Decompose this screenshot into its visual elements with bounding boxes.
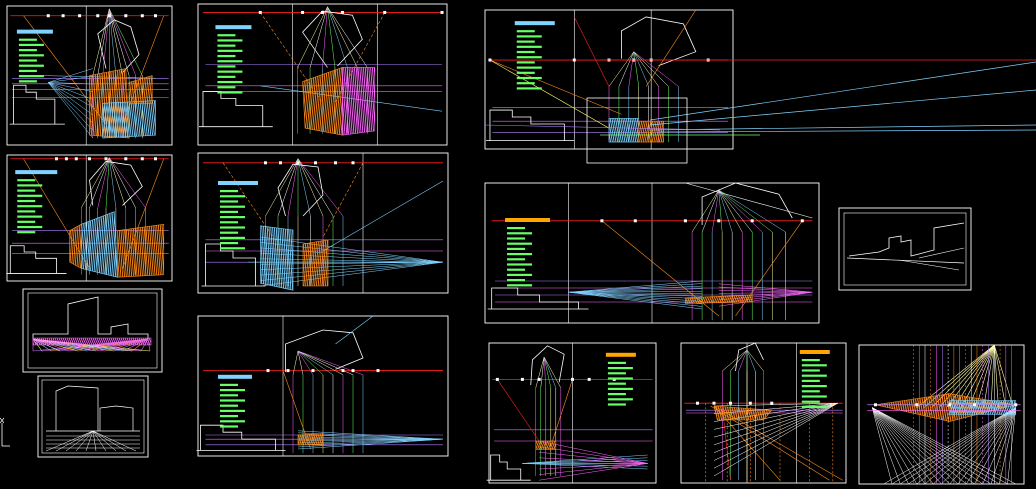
perspective-sheet-2	[197, 3, 448, 146]
perspective-sheet-5	[197, 152, 449, 294]
perspective-sheet-9	[680, 342, 847, 484]
perspective-sheet-1	[6, 5, 173, 146]
sheet-3-long-rays	[484, 59, 1036, 164]
perspective-sheet-4	[6, 154, 173, 282]
perspective-sheet-3	[484, 9, 734, 150]
perspective-sheet-6	[484, 182, 820, 324]
perspective-sheet-10	[858, 344, 1025, 485]
perspective-sheet-7	[196, 315, 449, 457]
ucs-axis-icon	[0, 417, 10, 447]
result-view-2	[37, 375, 149, 458]
perspective-sheet-8	[486, 342, 657, 484]
result-view-3	[838, 207, 972, 291]
result-view-1	[22, 288, 163, 373]
